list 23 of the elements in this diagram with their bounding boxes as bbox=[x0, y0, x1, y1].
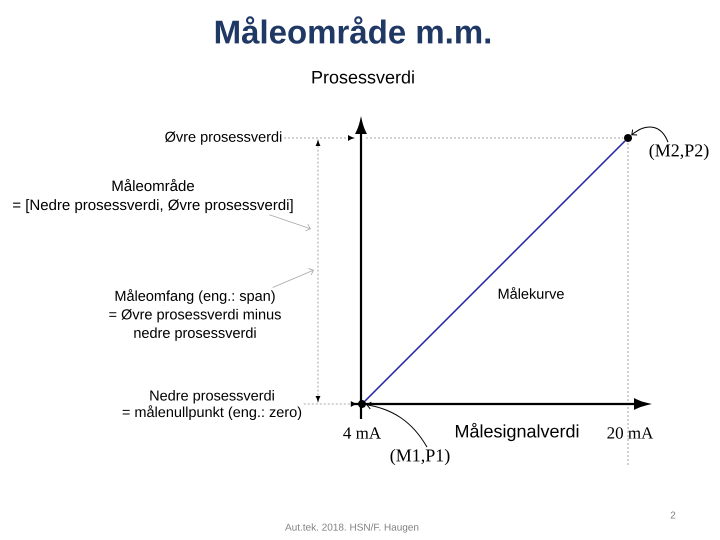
tick-label: 20 mA bbox=[607, 427, 654, 439]
footer-text: Aut.tek. 2018. HSN/F. Haugen bbox=[285, 523, 418, 533]
curved-arrow bbox=[366, 402, 428, 448]
annotation-text: Øvre prosessverdi bbox=[165, 131, 282, 145]
annotation-text: Måleområde = [Nedre prosessverdi, Øvre prosessverdi] bbox=[13, 178, 293, 214]
leader-line bbox=[269, 214, 311, 232]
page-number: 2 bbox=[670, 512, 676, 518]
data-point bbox=[358, 400, 366, 408]
axis-title: Målesignalverdi bbox=[456, 422, 578, 442]
point-label: (M1,P1) bbox=[390, 448, 450, 466]
edge-label: Målekurve bbox=[496, 286, 566, 300]
annotation-text: Nedre prosessverdi = målenullpunkt (eng.: zero) bbox=[122, 390, 302, 420]
leader-line bbox=[272, 268, 314, 288]
curved-arrow bbox=[631, 126, 668, 143]
tick-label: 4 mA bbox=[343, 427, 381, 439]
slide-title: Måleområde m.m. bbox=[216, 16, 490, 44]
data-point bbox=[624, 134, 632, 142]
leader-line bbox=[284, 135, 354, 141]
point-label: (M2,P2) bbox=[650, 144, 708, 160]
plot-line bbox=[364, 140, 626, 402]
leader-line bbox=[303, 401, 357, 407]
axis-title: Prosessverdi bbox=[312, 70, 414, 84]
annotation-text: Måleomfang (eng.: span) = Øvre prosessverdi minus nedre prosessverdi bbox=[109, 289, 281, 341]
